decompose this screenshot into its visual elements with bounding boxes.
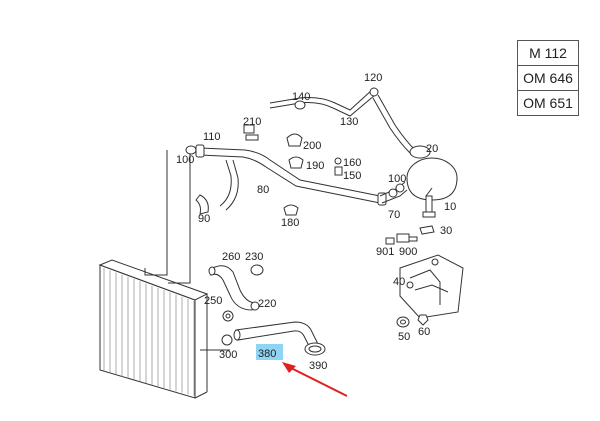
fitting-180 [283,204,299,216]
label-200: 200 [303,140,321,152]
label-90: 90 [198,213,210,225]
label-40: 40 [393,276,405,288]
coolant-pipe [195,144,387,211]
leader-radiator-2 [168,148,191,284]
highlight-box-380 [256,344,283,360]
label-30: 30 [440,225,452,237]
hose-90 [195,194,209,215]
label-50: 50 [398,331,410,343]
pipe-70 [379,181,408,204]
red-pointer-arrow [282,362,348,397]
hose-220 [208,265,260,311]
leader-radiator [144,150,168,276]
label-380: 380 [258,348,276,360]
expansion-tank [406,145,458,218]
bracket-40 [399,254,464,319]
vent-pipe [269,87,416,154]
label-100-left: 100 [176,154,194,166]
clamp-100-left [185,145,197,155]
engine-code-table: M 112 OM 646 OM 651 [517,40,579,116]
label-300: 300 [219,349,237,361]
label-120: 120 [364,72,382,84]
label-100-right: 100 [388,173,406,185]
clips [243,124,304,169]
label-210: 210 [243,116,261,128]
radiator [98,259,209,399]
engine-code-cell: OM 646 [517,65,579,91]
label-901: 901 [376,246,394,258]
engine-code-cell: M 112 [517,40,579,66]
label-900: 900 [399,246,417,258]
clamp-230 [250,264,264,276]
label-180: 180 [281,217,299,229]
clamp-390 [304,342,326,356]
label-20: 20 [426,143,438,155]
fittings-900-901 [385,233,418,245]
label-190: 190 [306,160,324,172]
label-230: 230 [245,251,263,263]
fasteners-50-60 [396,314,429,328]
bolts-150-160 [334,157,343,176]
label-150: 150 [343,170,361,182]
clamp-300 [221,334,233,346]
label-220: 220 [258,298,276,310]
label-60: 60 [418,326,430,338]
label-80: 80 [257,184,269,196]
sensor-30 [419,225,435,235]
label-130: 130 [340,116,358,128]
label-260: 260 [222,251,240,263]
label-10: 10 [444,201,456,213]
label-250: 250 [204,295,222,307]
engine-code-cell: OM 651 [517,90,579,116]
label-390: 390 [309,360,327,372]
label-70: 70 [388,209,400,221]
label-140: 140 [292,91,310,103]
label-160: 160 [343,157,361,169]
label-110: 110 [203,131,221,143]
